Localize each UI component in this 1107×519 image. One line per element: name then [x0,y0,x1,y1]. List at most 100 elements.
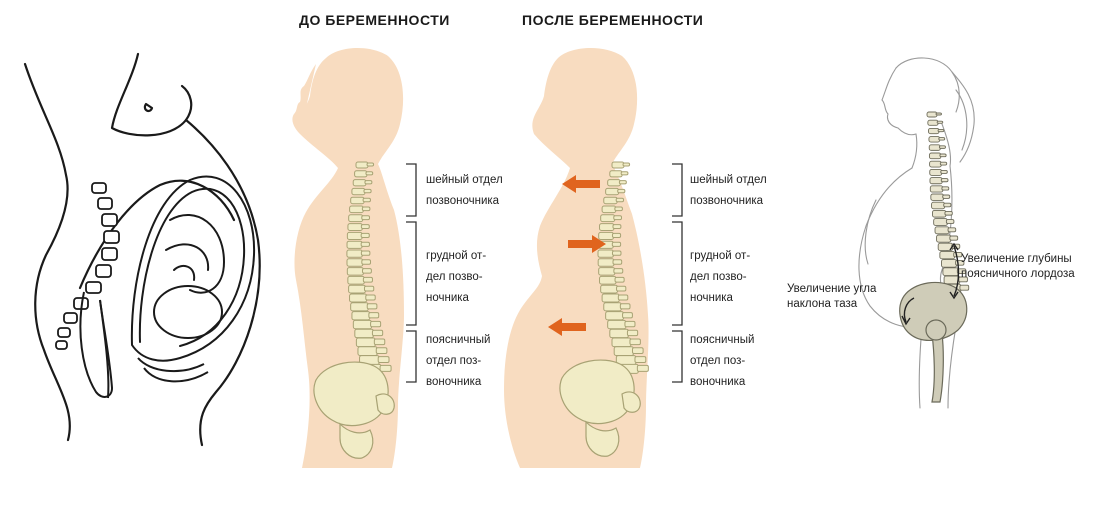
nipple [143,102,154,113]
vertebra-process [362,276,373,283]
vertebra-process [944,210,953,216]
vertebra-process [611,232,622,238]
vertebra [355,337,376,348]
vertebra-process [947,227,957,233]
lordosis-arrow [953,245,960,297]
vertebra-process [364,180,373,185]
vertebra-process [959,284,970,291]
vertebra-process [935,112,942,116]
vertebra-process [940,169,948,174]
belly-contour [184,118,261,447]
thoracic-label-after: грудной от-дел позво-ночника [690,250,751,304]
vertebra-process [617,188,626,194]
vertebra-process [943,202,952,208]
vertebra-process [612,224,622,230]
vertebra [348,284,366,294]
vertebra-process [363,188,372,194]
after-pregnancy-heading: ПОСЛЕ БЕРЕМЕННОСТИ [522,12,704,28]
before-pregnancy-figure [286,40,416,470]
vertebra [607,319,627,330]
vertebra-process [939,161,948,166]
vertebra-process [360,250,371,256]
vertebra [613,346,634,357]
vertebra [599,275,617,285]
vertebra-process [622,312,633,319]
vertebra [928,136,941,143]
pelvic-organs [79,291,209,399]
vertebra-process [939,153,947,158]
vertebra-process [938,145,946,149]
pregnancy-section-illustration [20,0,270,470]
vertebra-process [614,206,623,212]
vertebra-process [360,224,370,230]
uterus-with-fetus [130,175,256,362]
vertebrae-line-art [55,182,120,350]
vertebra [929,168,943,176]
vertebra-process [373,338,386,346]
vertebra [932,209,947,218]
vertebra [605,187,620,196]
vertebra [605,311,625,321]
vertebra [601,205,617,214]
vertebra [347,223,363,232]
vertebra [929,185,944,193]
vertebra [351,311,371,321]
vertebra [351,187,366,196]
pelvis-before [313,361,395,459]
vertebra [346,240,363,249]
vertebra [601,293,620,303]
vertebra-process [949,235,959,241]
vertebra-process [611,241,622,247]
vertebra [934,226,950,235]
vertebra [600,284,619,294]
vertebra-process [377,356,390,363]
pelvic-tilt-arrow [903,297,915,323]
vertebra-process [940,178,949,183]
vertebra [599,223,615,232]
vertebra-process [361,215,371,221]
thoracic-label-before: грудной от-дел позво-ночника [426,250,487,304]
vertebra-process [620,171,629,176]
vertebra-process [617,294,629,301]
pelvis-after [559,359,641,457]
vertebra [350,196,365,205]
vertebra-process [366,303,378,310]
vertebra [349,205,364,214]
arrow-chest-back [568,235,606,253]
vertebra [357,346,378,357]
vertebra-process [619,303,631,310]
vertebra-process [616,285,627,292]
vertebra-process [613,268,624,274]
vertebra [609,328,629,339]
vertebra-process [379,364,392,372]
spine-after [597,161,649,374]
vertebra-process [937,128,945,133]
vertebra-process [614,276,625,283]
vertebra [352,179,367,187]
vertebra-process [942,194,951,199]
vertebra-process [941,186,950,191]
vertebra [349,293,368,303]
vertebra-process [375,347,388,355]
before-pregnancy-heading: ДО БЕРЕМЕННОСТИ [299,12,450,28]
vertebra-process [622,162,631,167]
brackets-before [406,163,417,383]
vertebra-process [629,338,641,346]
vertebra [603,196,618,205]
vertebra-process [368,312,380,319]
vertebra [927,119,939,126]
vertebra [346,231,363,240]
vertebra [928,152,942,160]
vertebra [603,302,622,312]
vertebra [607,179,621,187]
vertebra [939,250,956,260]
vertebra-process [615,197,625,203]
vertebra-process [624,320,636,328]
vertebra-process [370,320,382,328]
vertebra [347,275,365,285]
